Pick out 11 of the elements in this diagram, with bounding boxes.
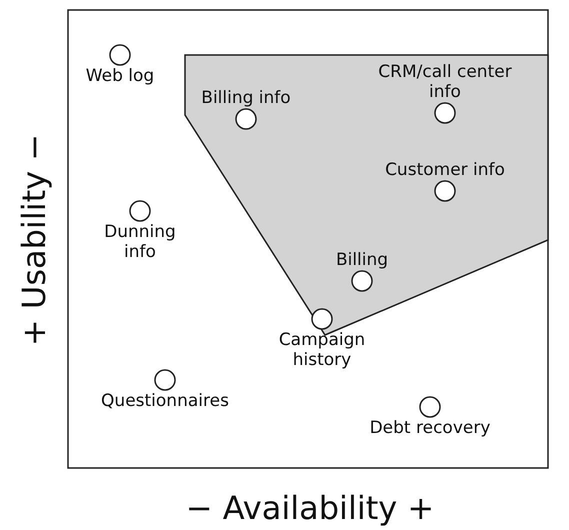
point-label: Debt recovery <box>370 418 490 438</box>
point-label: Customer info <box>385 160 505 180</box>
point-label: Questionnaires <box>101 391 229 411</box>
axis-title: + Usability − <box>15 134 53 346</box>
point-label: Dunning info <box>103 222 177 262</box>
point-label: Billing <box>336 250 388 270</box>
point-label: Campaign history <box>278 330 366 370</box>
point-label: Billing info <box>201 88 291 108</box>
axis-title: − Availability + <box>186 489 434 527</box>
point-label: Web log <box>86 66 154 86</box>
point-label: CRM/call center info <box>377 62 513 102</box>
